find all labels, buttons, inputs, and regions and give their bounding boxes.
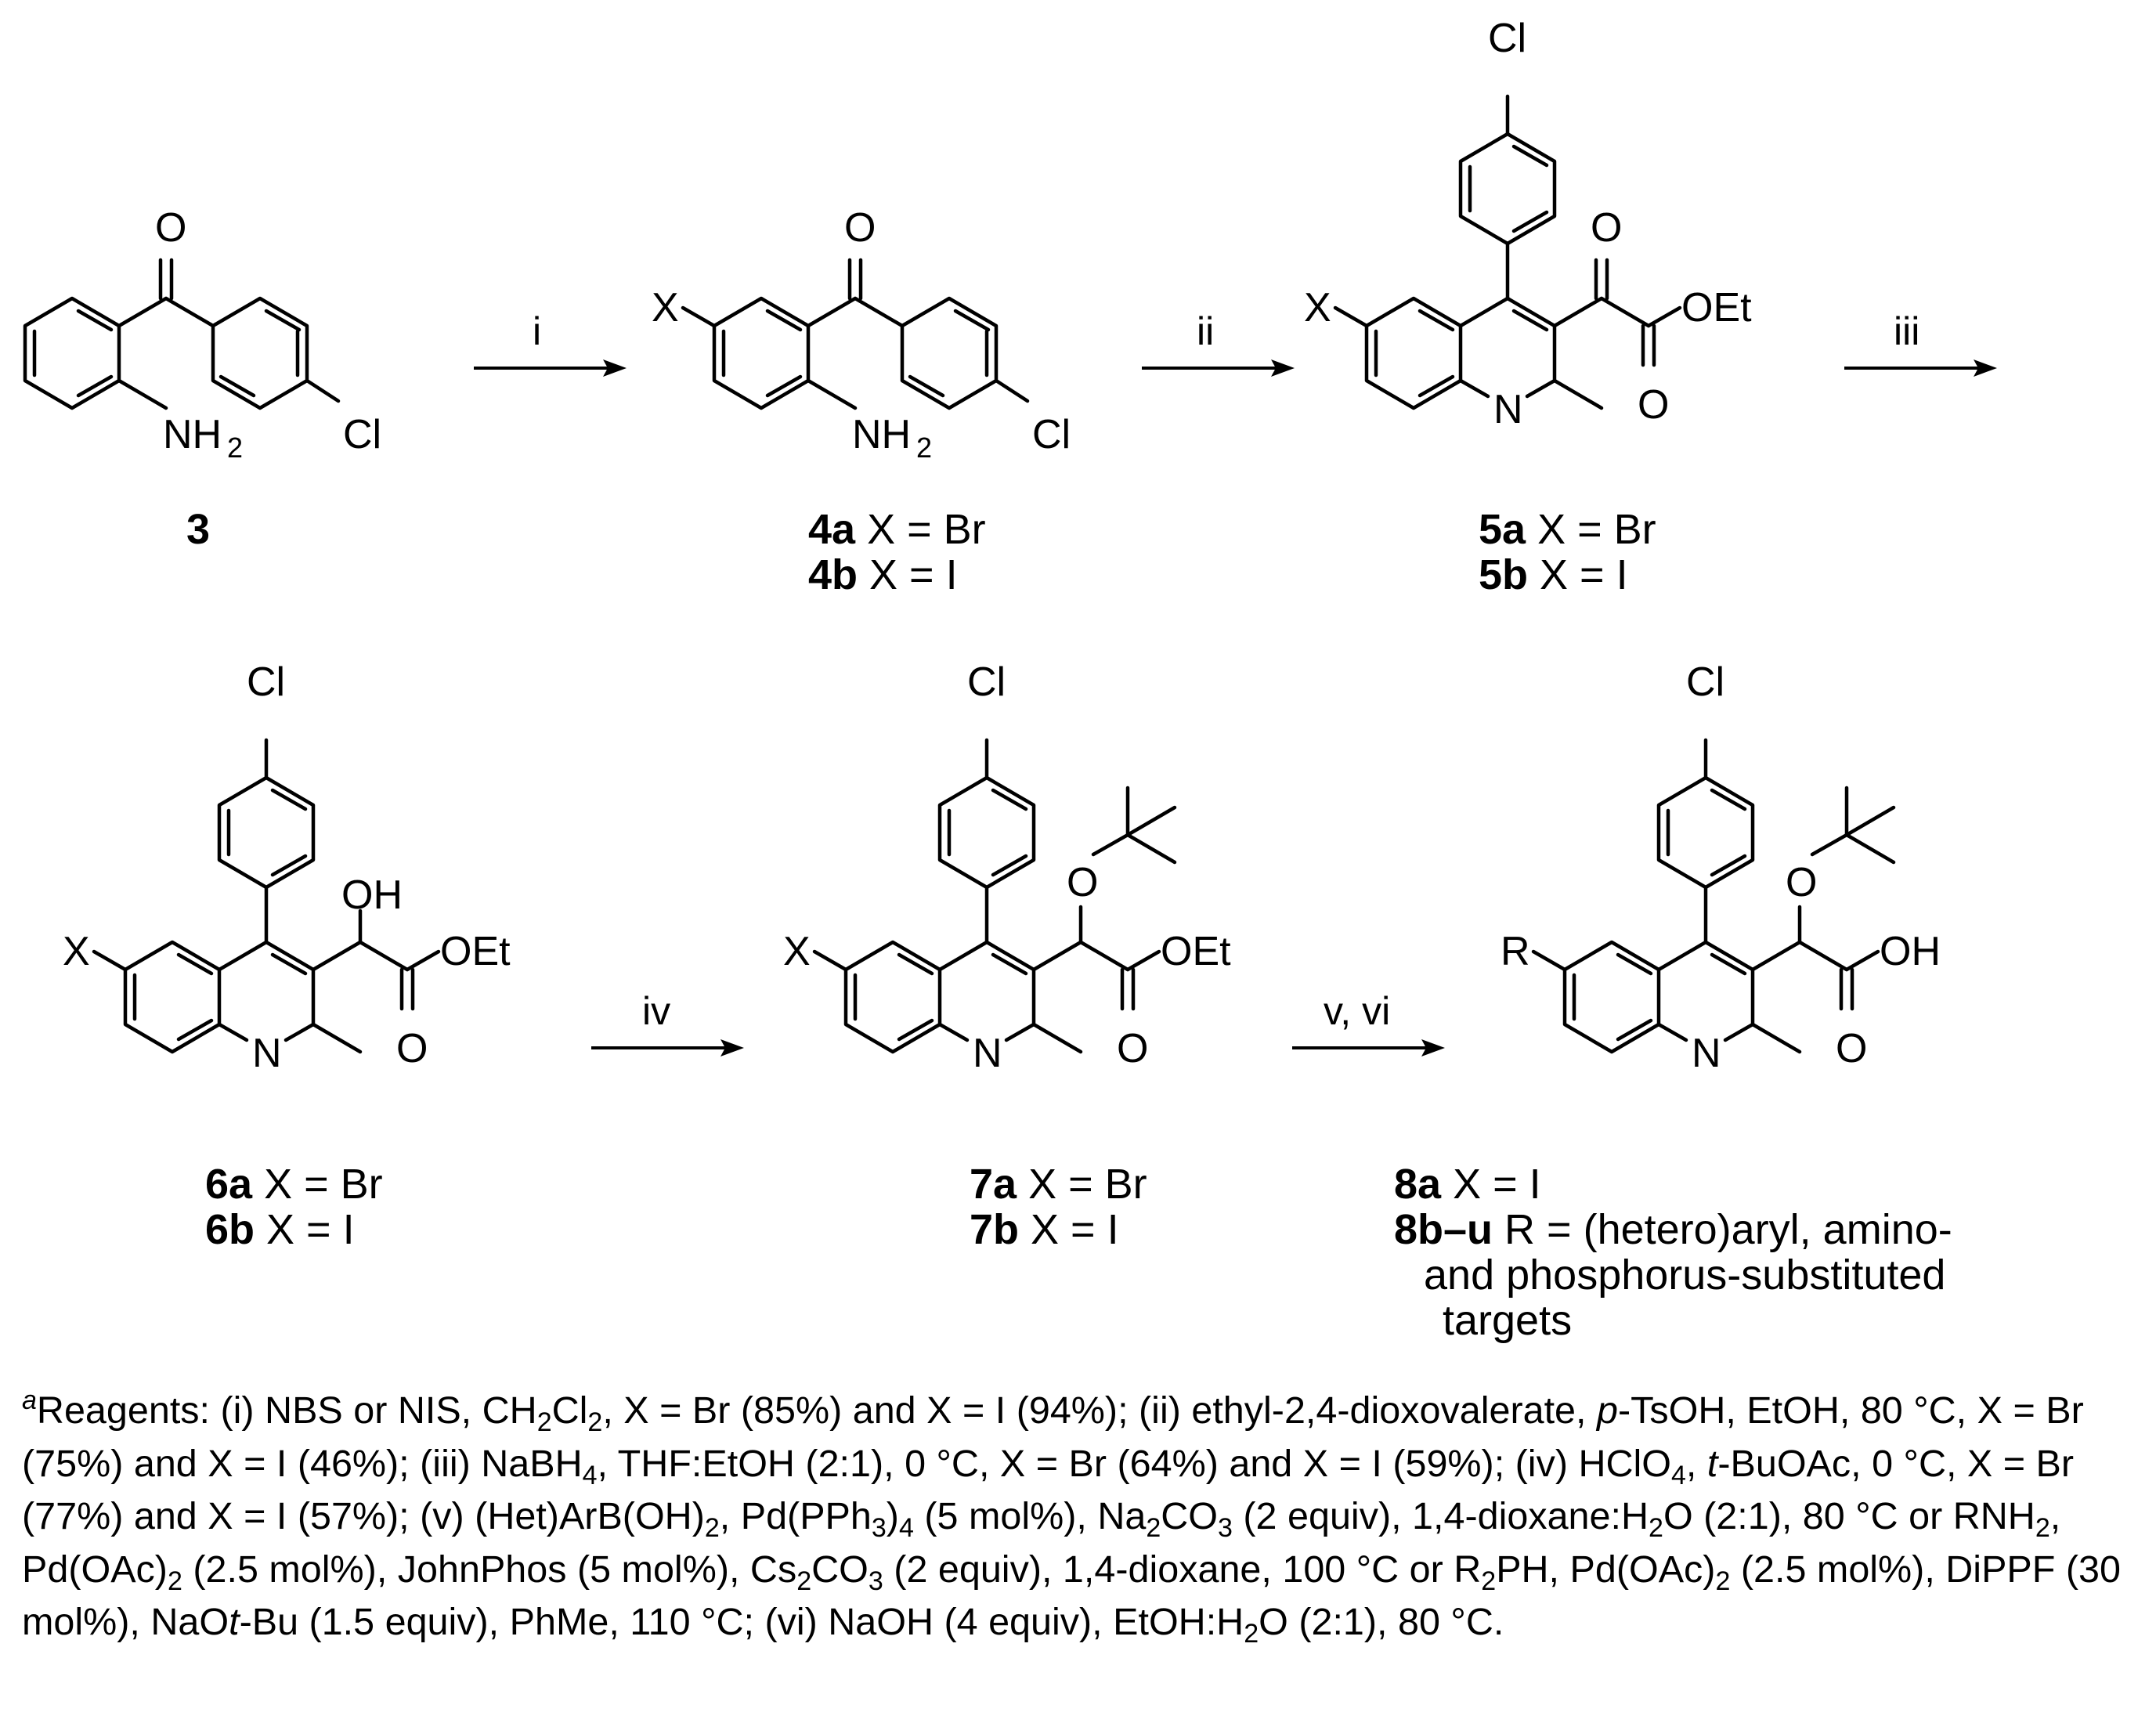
compound-label-8b-u-line3: targets xyxy=(1443,1297,1572,1344)
arrow-label-ii: ii xyxy=(1197,309,1214,353)
compound-label-8a: 8a X = I xyxy=(1394,1161,1541,1208)
arrow-label-iv: iv xyxy=(642,989,670,1033)
compound-label-7b: 7b X = I xyxy=(970,1206,1119,1253)
compound-label-5b: 5b X = I xyxy=(1479,551,1628,598)
compound-label-6a: 6a X = Br xyxy=(205,1161,383,1208)
atom-sub-2: 2 xyxy=(227,432,243,464)
atom-O: O xyxy=(1067,860,1098,905)
atom-OH: OH xyxy=(1880,929,1941,974)
atom-O: O xyxy=(1117,1026,1148,1071)
atom-OEt: OEt xyxy=(1681,285,1752,331)
compound-label-5a: 5a X = Br xyxy=(1479,506,1656,553)
atom-O: O xyxy=(844,205,876,251)
atom-N: N xyxy=(1493,387,1523,432)
compound-label-3: 3 xyxy=(186,506,210,553)
atom-Cl: Cl xyxy=(1686,659,1724,705)
arrow-label-iii: iii xyxy=(1894,309,1919,353)
compound-label-4b: 4b X = I xyxy=(808,551,958,598)
arrow-label-v-vi: v, vi xyxy=(1324,989,1390,1033)
atom-O: O xyxy=(155,205,186,251)
atom-X: X xyxy=(783,929,811,974)
atom-X: X xyxy=(1304,285,1331,331)
atom-O: O xyxy=(1836,1026,1867,1071)
compound-5: X N Cl O O OEt xyxy=(1304,16,1752,432)
arrow-iii xyxy=(1844,359,1997,377)
arrow-iv xyxy=(591,1039,744,1057)
atom-N: N xyxy=(1692,1031,1721,1076)
atom-sub-2: 2 xyxy=(916,432,932,464)
arrow-v-vi xyxy=(1292,1039,1445,1057)
atom-X: X xyxy=(652,285,679,331)
atom-N: N xyxy=(252,1031,282,1076)
atom-OH: OH xyxy=(341,872,403,918)
compound-7: X N Cl O O OEt xyxy=(783,659,1231,1076)
atom-NH: NH xyxy=(852,412,911,457)
reaction-scheme-structures: O NH 2 Cl 3 i X O NH 2 Cl 4a X = Br 4b X… xyxy=(23,16,1997,1344)
atom-OEt: OEt xyxy=(1161,929,1231,974)
atom-Cl: Cl xyxy=(967,659,1006,705)
atom-NH: NH xyxy=(163,412,222,457)
compound-label-8b-u: 8b–u R = (hetero)aryl, amino- xyxy=(1394,1206,1952,1253)
compound-8: R N Cl O O OH xyxy=(1501,659,1941,1076)
arrow-ii xyxy=(1142,359,1295,377)
compound-4: X O NH 2 Cl xyxy=(652,205,1071,464)
compound-label-7a: 7a X = Br xyxy=(970,1161,1147,1208)
atom-Cl: Cl xyxy=(343,412,381,457)
arrow-i xyxy=(474,359,627,377)
compound-3: O NH 2 Cl xyxy=(23,205,381,464)
atom-R: R xyxy=(1501,929,1530,974)
atom-O: O xyxy=(396,1026,428,1071)
atom-Cl: Cl xyxy=(1488,16,1526,61)
atom-O: O xyxy=(1591,205,1622,251)
atom-N: N xyxy=(973,1031,1002,1076)
reagents-footnote: aReagents: (i) NBS or NIS, CH2Cl2, X = B… xyxy=(22,1385,2121,1649)
compound-label-4a: 4a X = Br xyxy=(808,506,986,553)
compound-6: X N Cl OH O OEt xyxy=(63,659,511,1076)
compound-label-6b: 6b X = I xyxy=(205,1206,355,1253)
atom-OEt: OEt xyxy=(440,929,511,974)
compound-label-8b-u-line2: and phosphorus-substituted xyxy=(1424,1252,1945,1299)
atom-X: X xyxy=(63,929,90,974)
atom-Cl: Cl xyxy=(247,659,285,705)
atom-O: O xyxy=(1786,860,1817,905)
atom-Cl: Cl xyxy=(1032,412,1071,457)
arrow-label-i: i xyxy=(533,309,541,353)
atom-O: O xyxy=(1638,382,1669,428)
